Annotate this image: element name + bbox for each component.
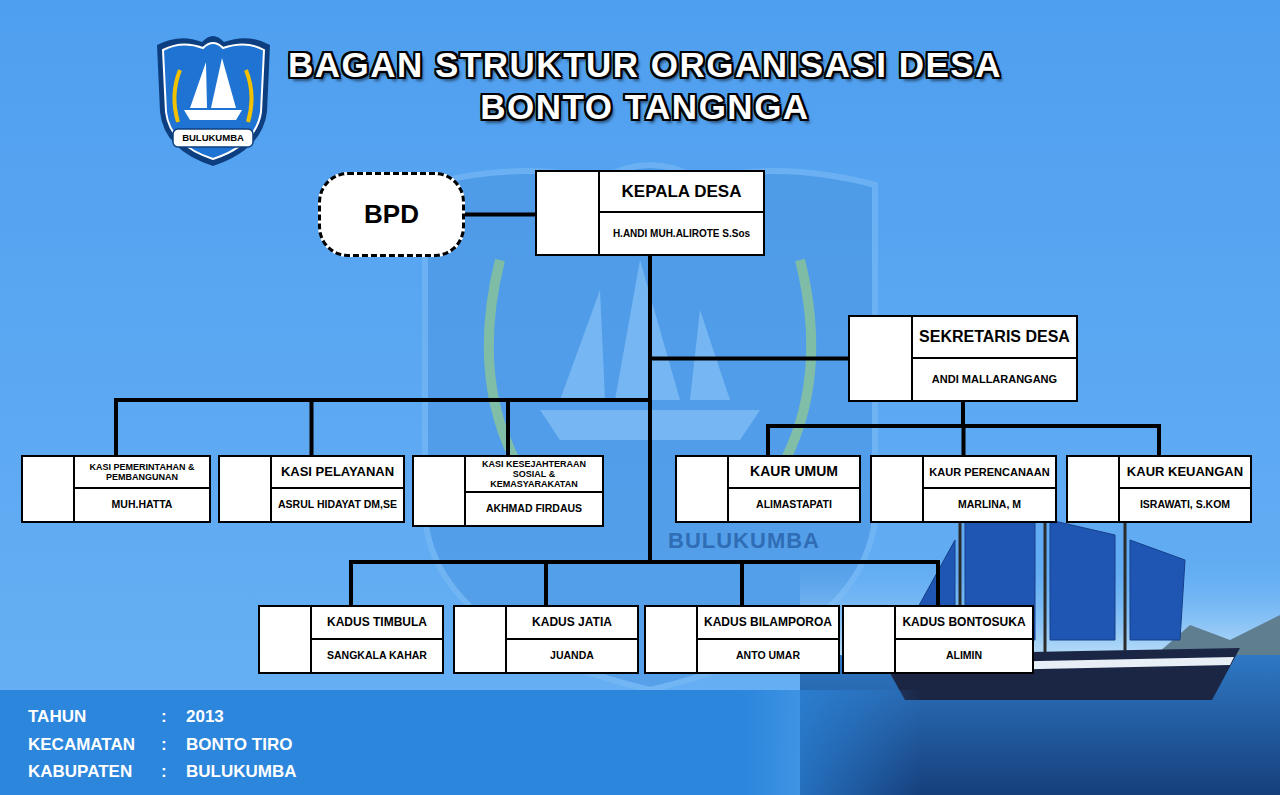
photo-placeholder: [872, 457, 924, 521]
watermark-text: BULUKUMBA: [668, 528, 820, 554]
council-box: BPD: [318, 172, 465, 257]
org-connector: [508, 256, 650, 455]
ship-sails: [560, 260, 730, 400]
footer-key: KABUPATEN: [28, 762, 132, 782]
position-box: KASI PEMERINTAHAN & PEMBANGUNAN MUH.HATTA: [21, 455, 211, 523]
position-box: KAUR PERENCANAAN MARLINA, M: [870, 455, 1057, 523]
org-connector: [312, 256, 651, 455]
photo-placeholder: [537, 172, 600, 254]
org-connector: [116, 256, 650, 455]
logo-ribbon: [173, 129, 253, 147]
photo-placeholder: [23, 457, 75, 521]
position-box: KASI PELAYANAN ASRUL HIDAYAT DM,SE: [218, 455, 405, 523]
org-connector: [963, 402, 1159, 455]
photo-placeholder: [677, 457, 729, 521]
position-box: KEPALA DESA H.ANDI MUH.ALIROTE S.Sos: [535, 170, 765, 256]
position-title: KASI PEMERINTAHAN & PEMBANGUNAN: [79, 462, 205, 482]
photo-placeholder: [1068, 457, 1120, 521]
official-name: ASRUL HIDAYAT DM,SE: [278, 499, 397, 511]
official-name: H.ANDI MUH.ALIROTE S.Sos: [613, 228, 750, 239]
position-box: KASI KESEJAHTERAAN SOSIAL & KEMASYARAKAT…: [412, 455, 604, 527]
position-title: KADUS BONTOSUKA: [902, 616, 1025, 629]
logo-sails: [190, 58, 236, 108]
position-box: SEKRETARIS DESA ANDI MALLARANGANG: [848, 315, 1078, 402]
photo-placeholder: [844, 607, 896, 672]
position-title: KADUS BILAMPOROA: [704, 616, 832, 629]
position-title: KEPALA DESA: [622, 182, 742, 201]
official-name: SANGKALA KAHAR: [327, 650, 427, 662]
official-name: ISRAWATI, S.KOM: [1140, 499, 1230, 511]
position-box: KAUR KEUANGAN ISRAWATI, S.KOM: [1066, 455, 1252, 523]
official-name: MARLINA, M: [958, 499, 1021, 511]
footer-colon: :: [161, 707, 167, 727]
footer-key: KECAMATAN: [28, 735, 135, 755]
position-box: KADUS BILAMPOROA ANTO UMAR: [644, 605, 840, 674]
logo-hull: [184, 110, 242, 120]
official-name: ANTO UMAR: [736, 650, 800, 662]
position-title: KADUS JATIA: [532, 616, 612, 629]
position-box: KAUR UMUM ALIMASTAPATI: [675, 455, 861, 523]
photo-placeholder: [646, 607, 698, 672]
official-name: JUANDA: [550, 650, 594, 662]
footer-key: TAHUN: [28, 707, 86, 727]
org-connector: [650, 256, 938, 605]
position-title: KAUR PERENCANAAN: [929, 466, 1049, 478]
logo-ribbon-text: BULUKUMBA: [176, 132, 250, 143]
position-title: SEKRETARIS DESA: [919, 328, 1070, 346]
official-name: ALIMASTAPATI: [756, 499, 832, 511]
footer-value: BULUKUMBA: [186, 762, 296, 782]
footer-colon: :: [161, 762, 167, 782]
position-title: KAUR KEUANGAN: [1127, 465, 1243, 480]
official-name: AKHMAD FIRDAUS: [486, 503, 582, 515]
position-title: KAUR UMUM: [750, 464, 838, 480]
photo-placeholder: [850, 317, 913, 400]
mast: [1124, 500, 1127, 665]
position-title: KASI KESEJAHTERAAN SOSIAL & KEMASYARAKAT…: [470, 459, 598, 489]
shield-rim: [157, 36, 270, 166]
position-title: KADUS TIMBULA: [327, 616, 427, 629]
footer-band: [0, 690, 1280, 795]
photo-placeholder: [260, 607, 312, 672]
org-connector: [465, 213, 535, 217]
position-box: KADUS JATIA JUANDA: [453, 605, 639, 674]
org-connector: [546, 256, 650, 605]
footer-value: BONTO TIRO: [186, 735, 292, 755]
logo-shield: [157, 36, 270, 166]
logo-wheat: [246, 70, 252, 122]
wheat: [489, 260, 520, 470]
org-connector: [351, 256, 650, 605]
photo-placeholder: [414, 457, 466, 525]
org-connector: [768, 402, 963, 455]
position-title: KASI PELAYANAN: [281, 465, 394, 480]
photo-placeholder: [220, 457, 272, 521]
diagram-title: BAGAN STRUKTUR ORGANISASI DESA BONTO TAN…: [285, 44, 1005, 128]
box-title: BPD: [364, 200, 419, 229]
official-name: MUH.HATTA: [112, 499, 173, 511]
position-box: KADUS TIMBULA SANGKALA KAHAR: [258, 605, 444, 674]
footer-colon: :: [161, 735, 167, 755]
wheat: [780, 260, 811, 470]
org-connector: [650, 256, 848, 359]
footer-value: 2013: [186, 707, 224, 727]
photo-placeholder: [455, 607, 507, 672]
official-name: ANDI MALLARANGANG: [932, 373, 1057, 385]
shield-face: [163, 43, 264, 159]
logo-wheat: [174, 70, 180, 122]
official-name: ALIMIN: [946, 650, 982, 662]
position-box: KADUS BONTOSUKA ALIMIN: [842, 605, 1034, 674]
